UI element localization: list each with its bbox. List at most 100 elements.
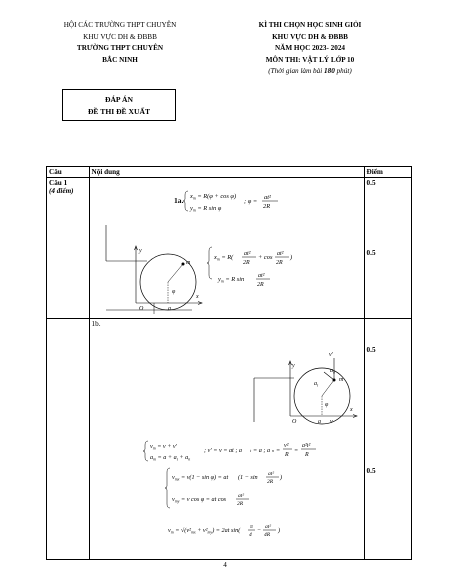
question-cell: Câu 1 (4 điểm) [46, 177, 90, 319]
formula2-close: ) [289, 254, 292, 261]
header-left-line3: TRƯỜNG THPT CHUYÊN [76, 44, 164, 53]
answer-key-subtitle: ĐỀ THI ĐỀ XUẤT [87, 107, 151, 116]
formula-ym: ym = R sin φ [189, 205, 222, 213]
answer-key-title: ĐÁP ÁN [104, 95, 134, 104]
table-row: 1b. y x m a n [46, 318, 413, 560]
label-y: y [138, 248, 142, 254]
label-phi: φ [172, 289, 176, 295]
formula-vmy: vmy = v cos φ = at cos [172, 496, 227, 504]
formula-phi-num: at² [264, 194, 271, 201]
formula2-frac-num: at² [244, 251, 251, 257]
formula2-frac3-num: at² [258, 273, 265, 279]
brace-4 [164, 467, 170, 509]
x-axis-arrow [197, 301, 203, 305]
label2-y: y [291, 363, 295, 369]
formula-an-num2: a²t² [302, 443, 310, 449]
formula-vm-four: 4 [249, 532, 252, 538]
formula-vm: vm = v + v' [150, 443, 178, 451]
part-1a-figure: 1a. xm = R(φ + cos φ) ym = R sin φ ; φ =… [105, 190, 292, 314]
formula-v-eq: ; v' = v = at ; a [204, 447, 242, 454]
question-points: (4 điểm) [49, 187, 74, 195]
formula-xm: xm = R(φ + cos φ) [189, 193, 236, 201]
content-1b: 1b. y x m a n [92, 320, 362, 558]
col-content-header: Nội dung [88, 166, 365, 178]
x2-axis-arrow [352, 414, 358, 418]
formula-an-eq: = [276, 447, 280, 454]
label-a: a [168, 306, 171, 312]
formula2-frac2-num: at² [277, 251, 284, 257]
duration-suffix: phút) [334, 67, 352, 76]
label2-m: m [339, 377, 344, 383]
wheel2-circle [293, 367, 350, 425]
score-1b-2: 0.5 [366, 467, 376, 475]
header-right-line4: MÔN THI: VẬT LÝ LỚP 10 [265, 55, 355, 64]
wheel-circle [139, 253, 196, 311]
score-1b-1: 0.5 [366, 346, 376, 354]
formula-at-sub: t [250, 448, 252, 453]
label2-origin: O [292, 419, 297, 425]
formula2-frac-den: 2R [243, 260, 250, 266]
label-origin: O [139, 306, 144, 312]
formula-an-den1: R [284, 452, 289, 458]
header-left: HỘI CÁC TRƯỜNG THPT CHUYÊN KHU VỰC DH & … [46, 20, 194, 66]
formula-vmy-den: 2R [237, 501, 244, 507]
label2-a: a [318, 419, 321, 425]
page-number: 4 [223, 561, 227, 569]
formula-am: am = a + at + an [150, 454, 190, 462]
header-right-line2: KHU VỰC DH & ĐBBB [272, 32, 348, 41]
formula2-xm: xm = R( [213, 254, 234, 262]
table-header-row: Câu Nội dung Điểm [46, 166, 413, 178]
col-question-header: Câu [46, 166, 90, 178]
label2-vprime: v' [329, 352, 334, 358]
formula-vmx: vmx = v(1 − sin φ) = at [172, 474, 228, 482]
formula2-frac3-den: 2R [257, 282, 264, 288]
formula-vmx-den: 2R [267, 479, 274, 485]
radius2-line [321, 379, 334, 397]
question-label: Câu 1 [49, 179, 68, 187]
formula-an-sub: n [272, 448, 274, 453]
formula-vm-pi: π [250, 524, 253, 530]
content-cell-1b: 1b. y x m a n [88, 318, 365, 560]
question-cell-empty [46, 318, 90, 560]
header-left-line4: BẮC NINH [102, 55, 138, 64]
formula-vm-minus: − [257, 527, 261, 534]
y2-axis-arrow [287, 360, 292, 366]
label-x: x [195, 294, 199, 300]
formula-vmy-num: at² [238, 493, 244, 499]
exam-duration: (Thời gian làm bài 180 phút) [224, 66, 396, 78]
brace [182, 190, 188, 212]
formula-an-num1: v² [284, 443, 289, 449]
header-left-line2: KHU VỰC DH & ĐBBB [83, 32, 157, 41]
score-cell-1b: 0.5 0.5 [363, 318, 413, 560]
duration-prefix: (Thời gian làm bài [268, 67, 324, 76]
formula-an-den2: R [304, 452, 309, 458]
formula-vmx-num: at² [268, 471, 274, 477]
answer-table: Câu Nội dung Điểm Câu 1 (4 điểm) 1a. xm … [46, 166, 413, 560]
formula-phi: ; φ = [244, 198, 257, 205]
formula-a-eq: = a ; a [253, 447, 270, 454]
formula-vmx-tail: (1 − sin [238, 474, 258, 481]
formula-vmx-close: ) [279, 474, 282, 481]
content-1a: 1a. xm = R(φ + cos φ) ym = R sin φ ; φ =… [92, 179, 362, 317]
formula2-frac2-den: 2R [276, 260, 283, 266]
label2-at: at [314, 381, 319, 388]
label2-x: x [349, 407, 353, 413]
formula-vm-den: 4R [264, 532, 271, 538]
score-1a-1: 0.5 [366, 179, 376, 187]
label-m: m [186, 260, 191, 266]
part-1a-label: 1a. [174, 196, 184, 205]
part-1b-label: 1b. [91, 320, 101, 328]
y-axis-arrow [133, 245, 138, 251]
label2-phi: φ [325, 402, 329, 408]
formula-phi-den: 2R [263, 203, 270, 210]
accel-vector [323, 371, 334, 381]
header-right: KÌ THI CHỌN HỌC SINH GIỎI KHU VỰC DH & Đ… [224, 20, 396, 78]
col-score-header: Điểm [363, 166, 413, 178]
brace-2 [206, 246, 212, 280]
duration-value: 180 [324, 67, 335, 76]
label2-v: v [330, 419, 333, 425]
table-row: Câu 1 (4 điểm) 1a. xm = R(φ + cos φ) ym … [46, 177, 413, 319]
answer-key-box: ĐÁP ÁN ĐỀ THI ĐỀ XUẤT [62, 89, 176, 121]
header-right-line1: KÌ THI CHỌN HỌC SINH GIỎI [258, 21, 362, 29]
radius-line [167, 263, 183, 283]
